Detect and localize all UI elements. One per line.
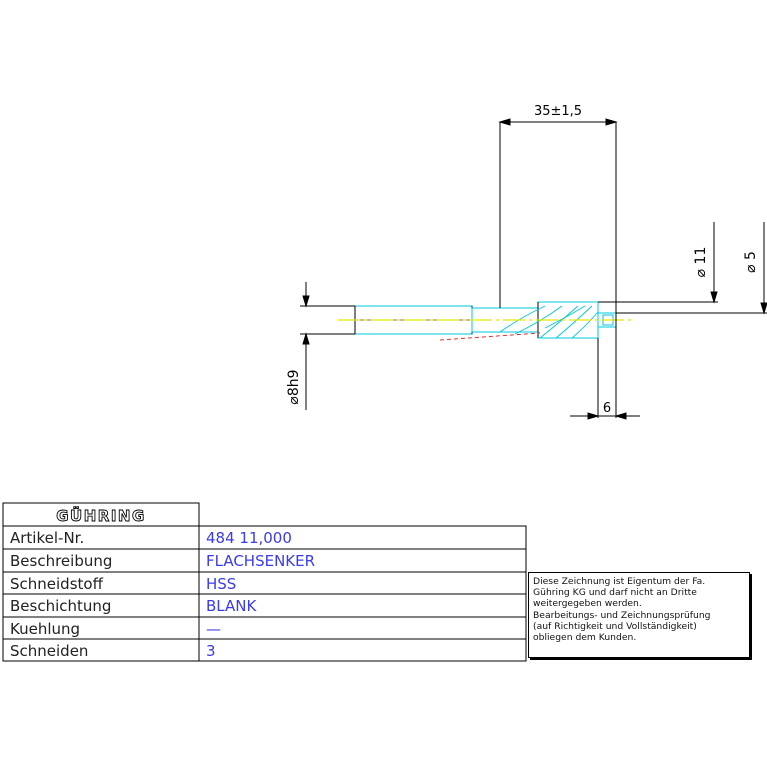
ownership-note: Diese Zeichnung ist Eigentum der Fa. Güh… [528,572,750,658]
value-kuehlung: — [206,620,221,638]
note-line: (auf Richtigkeit und Vollständigkeit) [533,620,697,632]
note-line: Bearbeitungs- und Zeichnungsprüfung [533,609,711,621]
dim-shank-text: ⌀8h9 [286,369,302,404]
label-kuehlung: Kuehlung [10,620,80,638]
label-artikel-nr: Artikel-Nr. [10,529,84,547]
label-schneiden: Schneiden [10,642,88,660]
label-schneidstoff: Schneidstoff [10,575,104,593]
value-beschreibung: FLACHSENKER [206,552,315,570]
note-line: Diese Zeichnung ist Eigentum der Fa. [533,576,706,587]
value-schneidstoff: HSS [206,575,236,593]
dim-diameter-pilot-text: ⌀ 5 [743,251,759,273]
value-beschichtung: BLANK [206,597,257,615]
value-artikel-nr: 484 11,000 [206,529,292,547]
tool-body [338,301,632,341]
dimension-lines [300,118,767,420]
label-beschreibung: Beschreibung [10,552,112,570]
dim-pilot-length-text: 6 [603,401,611,416]
title-block [2,502,527,662]
value-schneiden: 3 [206,642,216,660]
title-block-values: 484 11,000 FLACHSENKER HSS BLANK — 3 [206,529,315,660]
title-block-labels: Artikel-Nr. Beschreibung Schneidstoff Be… [10,529,112,660]
dim-diameter-large-text: ⌀ 11 [693,247,709,278]
note-line: obliegen dem Kunden. [533,632,637,644]
dim-length-text: 35±1,5 [534,104,582,119]
label-beschichtung: Beschichtung [10,597,111,615]
note-line: weitergegeben werden. [533,598,642,610]
note-line: Gühring KG und darf nicht an Dritte [533,587,697,599]
guehring-logo: GÜHRING [56,506,146,525]
hidden-line [439,332,541,341]
tool-flutes [499,305,599,339]
